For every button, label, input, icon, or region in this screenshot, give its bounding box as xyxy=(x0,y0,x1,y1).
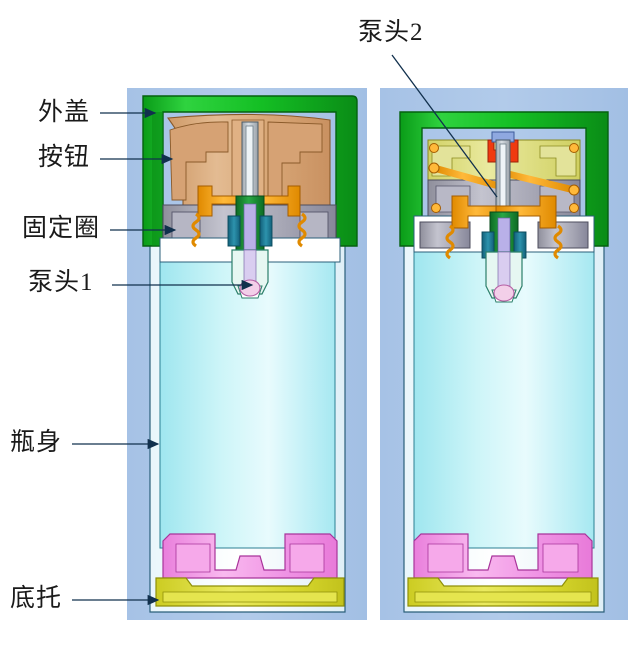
label-pump-head-1: 泵头1 xyxy=(28,269,94,296)
leader-pump-head-2 xyxy=(391,54,498,198)
support-band-right xyxy=(414,591,592,603)
panel-right xyxy=(380,88,628,620)
lever-pivot-left xyxy=(428,162,440,174)
spring-right-l xyxy=(445,224,455,260)
cap-inner-shadow xyxy=(152,112,163,246)
ball-valve-left xyxy=(239,279,261,297)
seal-teal-left xyxy=(227,215,241,247)
seal-teal-right xyxy=(259,215,273,247)
label-pump-head-2: 泵头2 xyxy=(358,19,424,46)
support-band-left xyxy=(162,591,338,603)
ball-valve-right xyxy=(493,284,515,302)
label-button: 按钮 xyxy=(38,144,91,171)
piston-face-r xyxy=(289,543,325,573)
label-bottom-support: 底托 xyxy=(10,585,63,612)
piston-face-right-l xyxy=(427,543,464,573)
lever-arm-left xyxy=(430,164,510,192)
button-step-left xyxy=(169,121,229,201)
label-bottle-body: 瓶身 xyxy=(10,429,63,456)
leader-lines xyxy=(72,54,498,606)
spring-right xyxy=(297,212,307,248)
pin-lower-left xyxy=(431,203,441,213)
spring-right-r xyxy=(553,224,563,260)
label-fixing-ring: 固定圈 xyxy=(22,215,101,242)
lever-arm-right xyxy=(496,168,578,194)
piston-face-right-r xyxy=(542,543,579,573)
pin-upper-right xyxy=(569,143,579,153)
piston-face-l xyxy=(175,543,211,573)
pin-upper-left xyxy=(429,143,439,153)
pin-lower-right xyxy=(569,203,579,213)
label-outer-cap: 外盖 xyxy=(38,99,91,126)
panel-left xyxy=(127,88,367,620)
spring-left xyxy=(191,212,201,248)
lever-pivot-right xyxy=(568,184,580,196)
